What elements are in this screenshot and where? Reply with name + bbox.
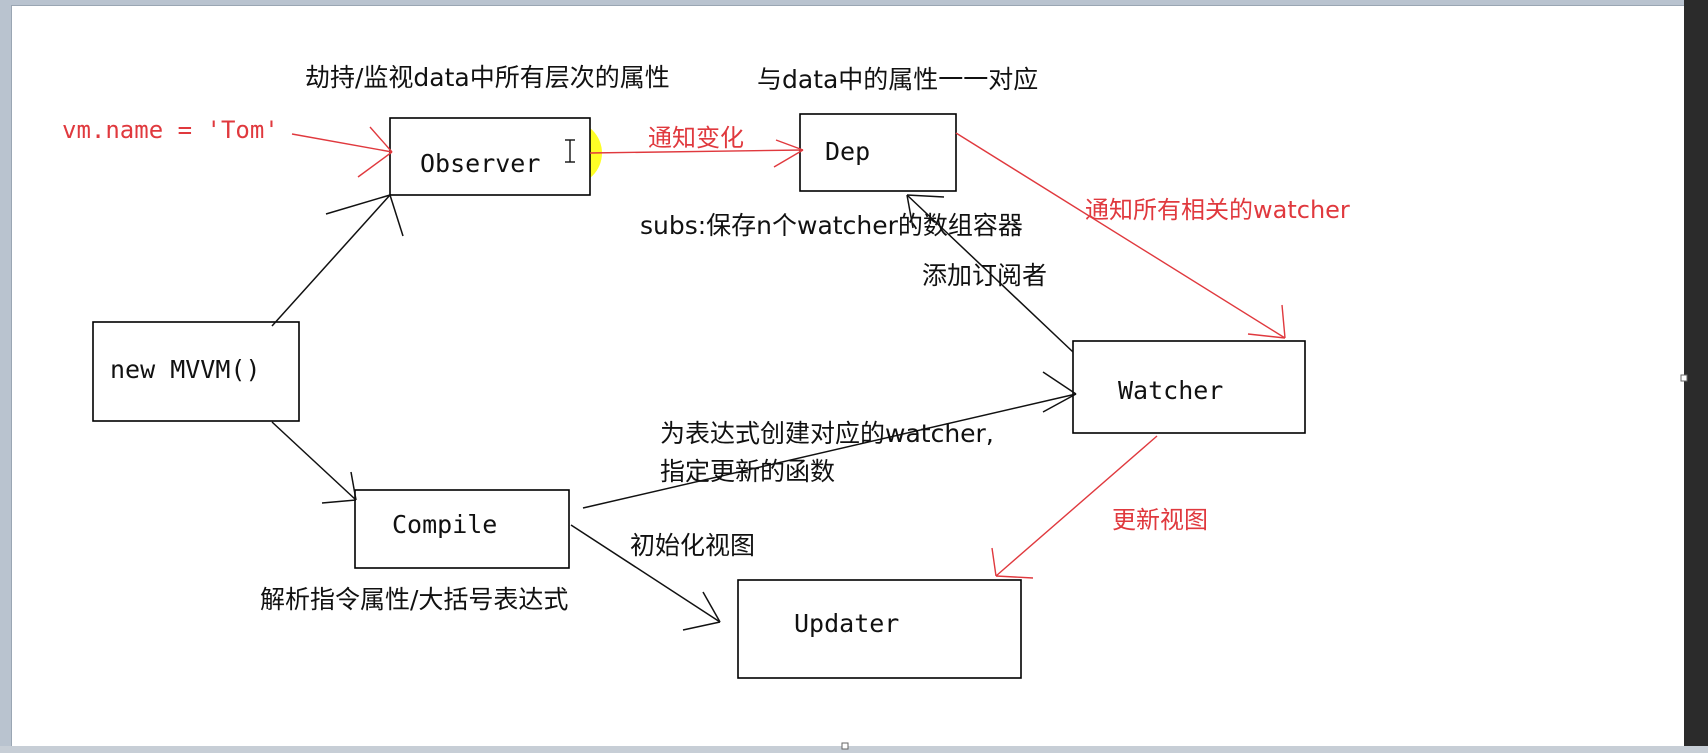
mvvm-to-compile-arrow	[271, 421, 357, 504]
observer-box[interactable]	[389, 117, 591, 196]
updater-label: Updater	[794, 609, 899, 638]
subs-note: subs:保存n个watcher的数组容器	[640, 211, 1023, 240]
mvvm-to-observer-arrow	[271, 194, 404, 327]
dep-label: Dep	[825, 137, 870, 166]
text-cursor-icon	[565, 139, 575, 163]
observer-label: Observer	[420, 149, 540, 178]
resize-handle-bottom[interactable]	[841, 742, 849, 750]
init-view-label: 初始化视图	[630, 531, 755, 560]
create-watcher-line1: 为表达式创建对应的watcher,	[660, 419, 994, 448]
watcher-box[interactable]	[1072, 340, 1306, 434]
observer-to-dep-arrow	[589, 139, 804, 168]
dep-to-watcher-arrow	[955, 132, 1286, 339]
vm-to-observer-arrow	[291, 126, 393, 178]
watcher-to-updater-arrow	[991, 435, 1158, 579]
watcher-to-dep-arrow	[906, 194, 1074, 353]
notify-change-label: 通知变化	[648, 124, 744, 152]
create-watcher-line2: 指定更新的函数	[660, 457, 835, 486]
mvvm-box[interactable]	[92, 321, 300, 422]
resize-handle-right[interactable]	[1680, 374, 1688, 382]
compile-label: Compile	[392, 510, 497, 539]
compile-box[interactable]	[354, 489, 570, 569]
notify-watchers-label: 通知所有相关的watcher	[1085, 196, 1350, 224]
dep-box[interactable]	[799, 113, 957, 192]
vm-assign-label: vm.name = 'Tom'	[62, 116, 279, 144]
compile-to-updater-arrow	[570, 524, 721, 631]
watcher-label: Watcher	[1118, 376, 1223, 405]
compile-note: 解析指令属性/大括号表达式	[260, 585, 568, 614]
updater-box[interactable]	[737, 579, 1022, 679]
update-view-label: 更新视图	[1112, 506, 1208, 534]
dep-note: 与data中的属性一一对应	[757, 65, 1038, 94]
window-right-edge	[1684, 0, 1708, 753]
mvvm-label: new MVVM()	[110, 355, 261, 384]
observer-note: 劫持/监视data中所有层次的属性	[305, 63, 670, 92]
compile-to-watcher-arrow	[582, 371, 1077, 509]
add-subscriber-label: 添加订阅者	[922, 261, 1047, 290]
window-bottom-edge	[0, 746, 1708, 753]
